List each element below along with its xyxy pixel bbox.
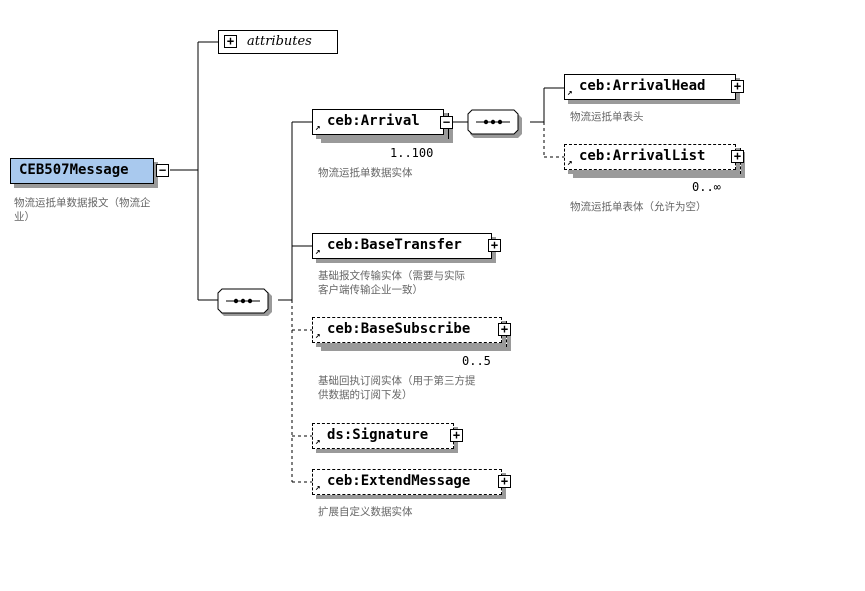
base-transfer-node[interactable]: ↗ ceb:BaseTransfer: [312, 233, 492, 259]
extend-message-label: ceb:ExtendMessage: [327, 473, 471, 489]
extend-message-description: 扩展自定义数据实体: [318, 506, 413, 518]
reference-arrow-icon: ↗: [567, 88, 573, 98]
extend-message-node[interactable]: ↗ ceb:ExtendMessage: [312, 469, 502, 495]
expand-icon[interactable]: +: [731, 80, 744, 93]
expand-icon[interactable]: +: [498, 323, 511, 336]
expand-icon[interactable]: +: [224, 35, 237, 48]
root-element-node[interactable]: CEB507Message: [10, 158, 154, 184]
reference-arrow-icon: ↗: [315, 247, 321, 257]
arrival-cardinality: 1..100: [390, 146, 434, 160]
base-subscribe-label: ceb:BaseSubscribe: [327, 321, 471, 337]
base-transfer-label: ceb:BaseTransfer: [327, 237, 462, 253]
reference-arrow-icon: ↗: [315, 123, 321, 133]
arrival-head-node[interactable]: ↗ ceb:ArrivalHead: [564, 74, 736, 100]
root-description: 物流运抵单数据报文（物流企 业）: [14, 197, 151, 223]
arrival-list-node[interactable]: ↗ ceb:ArrivalList: [564, 144, 736, 170]
reference-arrow-icon: ↗: [567, 158, 573, 168]
attributes-label: attributes: [247, 34, 312, 49]
arrival-list-description: 物流运抵单表体（允许为空）: [570, 201, 707, 213]
collapse-icon[interactable]: −: [440, 116, 453, 129]
sequence-compositor-main: [217, 288, 272, 316]
arrival-label: ceb:Arrival: [327, 113, 420, 129]
base-subscribe-node[interactable]: ↗ ceb:BaseSubscribe: [312, 317, 502, 343]
arrival-node[interactable]: ↗ ceb:Arrival: [312, 109, 444, 135]
arrival-head-label: ceb:ArrivalHead: [579, 78, 706, 94]
signature-node[interactable]: ↗ ds:Signature: [312, 423, 454, 449]
arrival-head-description: 物流运抵单表头: [570, 111, 644, 123]
arrival-description: 物流运抵单数据实体: [318, 167, 413, 179]
reference-arrow-icon: ↗: [315, 437, 321, 447]
expand-icon[interactable]: +: [450, 429, 463, 442]
signature-label: ds:Signature: [327, 427, 429, 443]
reference-arrow-icon: ↗: [315, 331, 321, 341]
attributes-node[interactable]: attributes: [218, 30, 338, 54]
collapse-icon[interactable]: −: [156, 164, 169, 177]
base-transfer-description: 基础报文传输实体（需要与实际 客户端传输企业一致）: [318, 270, 465, 296]
expand-icon[interactable]: +: [731, 150, 744, 163]
arrival-list-label: ceb:ArrivalList: [579, 148, 706, 164]
expand-icon[interactable]: +: [498, 475, 511, 488]
root-element-label: CEB507Message: [19, 162, 129, 178]
base-subscribe-cardinality: 0..5: [462, 354, 491, 368]
sequence-compositor-arrival: [467, 109, 522, 138]
base-subscribe-description: 基础回执订阅实体（用于第三方提 供数据的订阅下发）: [318, 375, 476, 401]
reference-arrow-icon: ↗: [315, 483, 321, 493]
arrival-list-cardinality: 0..∞: [692, 180, 721, 194]
expand-icon[interactable]: +: [488, 239, 501, 252]
